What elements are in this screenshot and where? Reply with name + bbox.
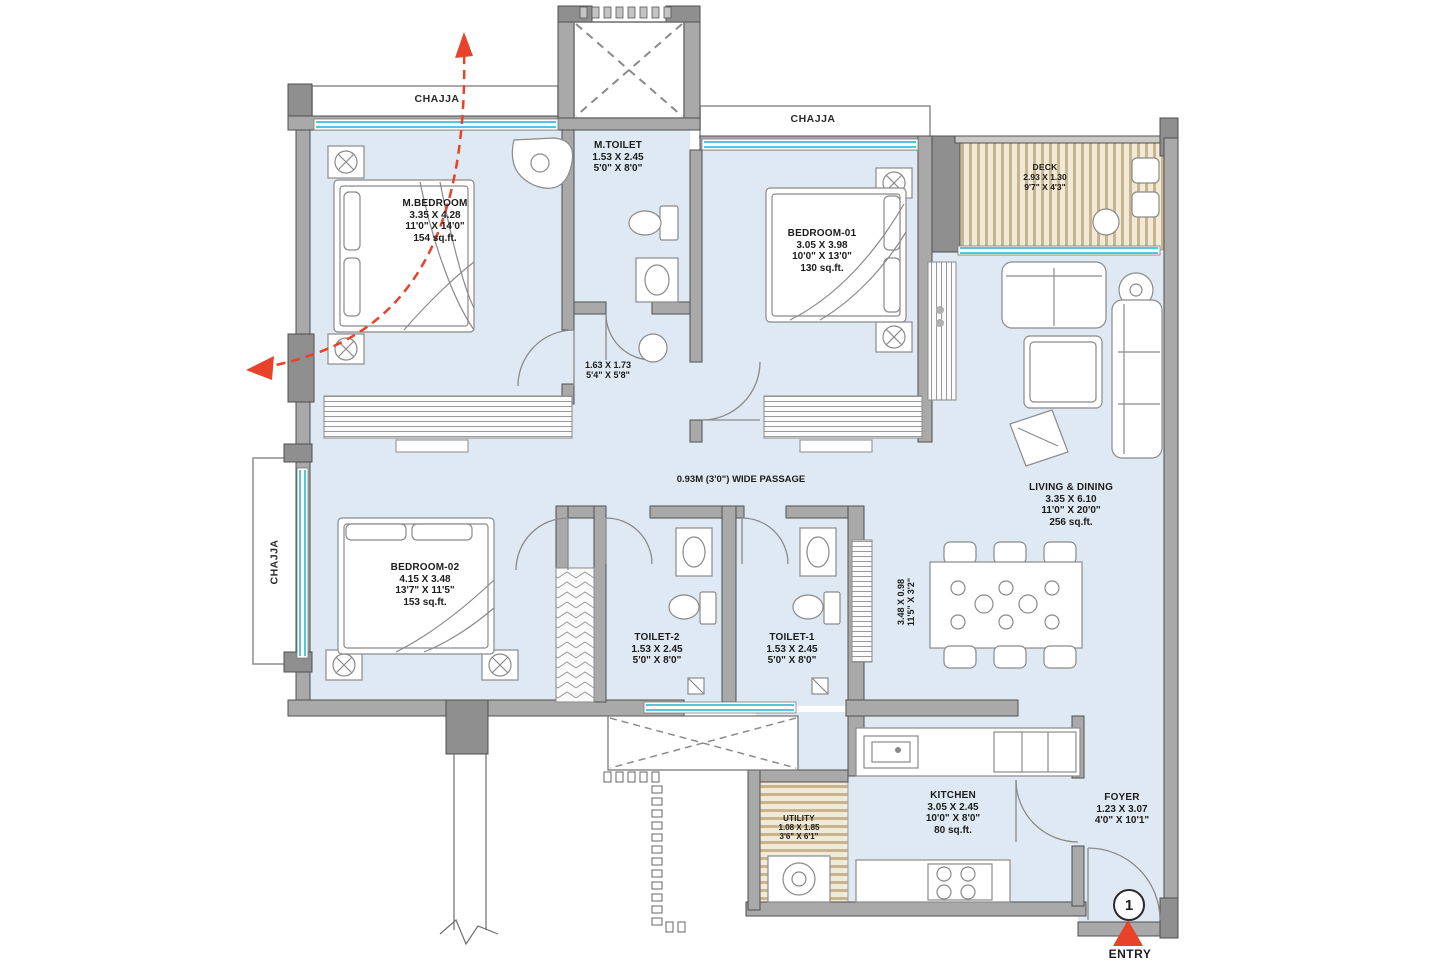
room-dim-ft: 3'6" X 6'1" — [779, 832, 819, 841]
room-dim-m: 1.53 X 2.45 — [592, 151, 644, 163]
lobby-dims: 1.63 X 1.73 5'4" X 5'8" — [585, 360, 631, 380]
passage-label: 0.93M (3'0") WIDE PASSAGE — [676, 474, 806, 485]
room-dim-m: 3.05 X 3.98 — [796, 239, 848, 251]
room-area: 153 sq.ft. — [403, 596, 447, 608]
room-dim-ft: 9'7" X 4'3" — [1024, 182, 1066, 192]
external-duct — [603, 715, 799, 933]
entry-marker — [1113, 920, 1143, 946]
room-dim-m: 4.15 X 3.48 — [399, 573, 451, 585]
niche-dim-ft: 11'5" X 3'2" — [906, 577, 916, 627]
room-label-toilet-1: TOILET-1 1.53 X 2.45 5'0" X 8'0" — [766, 632, 817, 667]
room-name: LIVING & DINING — [1028, 482, 1114, 493]
windows — [296, 118, 1161, 714]
lobby-basin — [638, 333, 668, 363]
room-label-bedroom-01: BEDROOM-01 3.05 X 3.98 10'0" X 13'0" 130… — [788, 228, 857, 274]
room-dim-m: 3.05 X 2.45 — [927, 801, 979, 813]
room-label-m-toilet: M.TOILET 1.53 X 2.45 5'0" X 8'0" — [592, 140, 643, 175]
room-dim-m: 1.53 X 2.45 — [766, 643, 818, 655]
deck-furniture — [1092, 157, 1160, 236]
lobby-dim-ft: 5'4" X 5'8" — [586, 370, 630, 380]
room-label-foyer: FOYER 1.23 X 3.07 4'0" X 10'1" — [1095, 792, 1149, 827]
room-name: TOILET-1 — [769, 632, 815, 643]
m-toilet-fixtures — [628, 205, 679, 303]
kitchen-fixtures — [855, 727, 1081, 903]
room-name: M.TOILET — [593, 140, 643, 151]
room-label-bedroom-02: BEDROOM-02 4.15 X 3.48 13'7" X 11'5" 153… — [391, 562, 460, 608]
room-dim-ft: 11'0" X 20'0" — [1041, 505, 1101, 516]
room-label-living-dining: LIVING & DINING 3.35 X 6.10 11'0" X 20'0… — [1029, 482, 1113, 528]
room-dim-ft: 13'7" X 11'5" — [395, 585, 455, 596]
room-dim-m: 1.53 X 2.45 — [631, 643, 683, 655]
room-area: 130 sq.ft. — [800, 262, 844, 274]
room-name: TOILET-2 — [634, 632, 680, 643]
room-name: KITCHEN — [930, 790, 976, 801]
room-dim-ft: 11'0" X 14'0" — [405, 221, 465, 232]
room-dim-m: 2.93 X 1.30 — [1023, 172, 1067, 182]
room-name: BEDROOM-01 — [787, 228, 857, 239]
wardrobes — [323, 261, 957, 703]
room-dim-m: 3.35 X 6.10 — [1045, 493, 1097, 505]
entry-number-badge: 1 — [1113, 889, 1145, 921]
room-name: FOYER — [1104, 792, 1140, 803]
room-dim-ft: 5'0" X 8'0" — [593, 163, 643, 174]
wall-break — [439, 754, 499, 946]
room-dim-m: 1.08 X 1.85 — [778, 823, 820, 832]
room-dim-m: 3.35 X 4.28 — [409, 209, 461, 221]
room-area: 256 sq.ft. — [1049, 516, 1093, 528]
room-name: M.BEDROOM — [402, 198, 468, 209]
corner-basin — [511, 137, 574, 189]
toilet-2-fixtures — [668, 527, 717, 695]
room-dim-ft: 4'0" X 10'1" — [1094, 815, 1150, 826]
dining-furniture — [929, 541, 1083, 669]
entry-label: ENTRY — [1108, 947, 1152, 961]
room-label-m-bedroom: M.BEDROOM 3.35 X 4.28 11'0" X 14'0" 154 … — [402, 198, 467, 244]
room-label-utility: UTILITY 1.08 X 1.85 3'6" X 6'1" — [779, 814, 820, 841]
room-dim-ft: 10'0" X 8'0" — [925, 813, 981, 824]
room-label-toilet-2: TOILET-2 1.53 X 2.45 5'0" X 8'0" — [631, 632, 682, 667]
chajja-label-top-right: CHAJJA — [790, 113, 836, 125]
living-furniture — [1001, 261, 1163, 467]
lobby-dim-m: 1.63 X 1.73 — [584, 360, 632, 370]
niche-dim-m: 3.48 X 0.98 — [896, 578, 906, 626]
room-label-deck: DECK 2.93 X 1.30 9'7" X 4'3" — [1023, 162, 1066, 192]
furniture — [325, 137, 1163, 903]
room-dim-ft: 10'0" X 13'0" — [792, 251, 852, 262]
utility-fixtures — [767, 855, 831, 903]
room-name: DECK — [1032, 162, 1058, 172]
room-dim-ft: 5'0" X 8'0" — [767, 655, 817, 666]
room-area: 80 sq.ft. — [934, 824, 972, 836]
chajja-label-top-left: CHAJJA — [414, 93, 460, 105]
room-label-kitchen: KITCHEN 3.05 X 2.45 10'0" X 8'0" 80 sq.f… — [926, 790, 980, 836]
bedroom-02-bed — [337, 517, 495, 655]
door-swing-arrow — [246, 32, 473, 380]
chajja-strips — [252, 85, 931, 665]
lift-shaft — [573, 6, 685, 119]
m-bedroom-bed — [333, 179, 475, 333]
room-name: UTILITY — [783, 814, 815, 823]
room-dim-ft: 5'0" X 8'0" — [632, 655, 682, 666]
room-name: BEDROOM-02 — [390, 562, 460, 573]
room-area: 154 sq.ft. — [413, 232, 457, 244]
niche-dims: 3.48 X 0.98 11'5" X 3'2" — [896, 578, 916, 626]
toilet-1-fixtures — [792, 527, 841, 695]
chajja-label-left: CHAJJA — [268, 539, 281, 585]
room-dim-m: 1.23 X 3.07 — [1096, 803, 1148, 815]
bedroom-01-bed — [765, 187, 907, 323]
